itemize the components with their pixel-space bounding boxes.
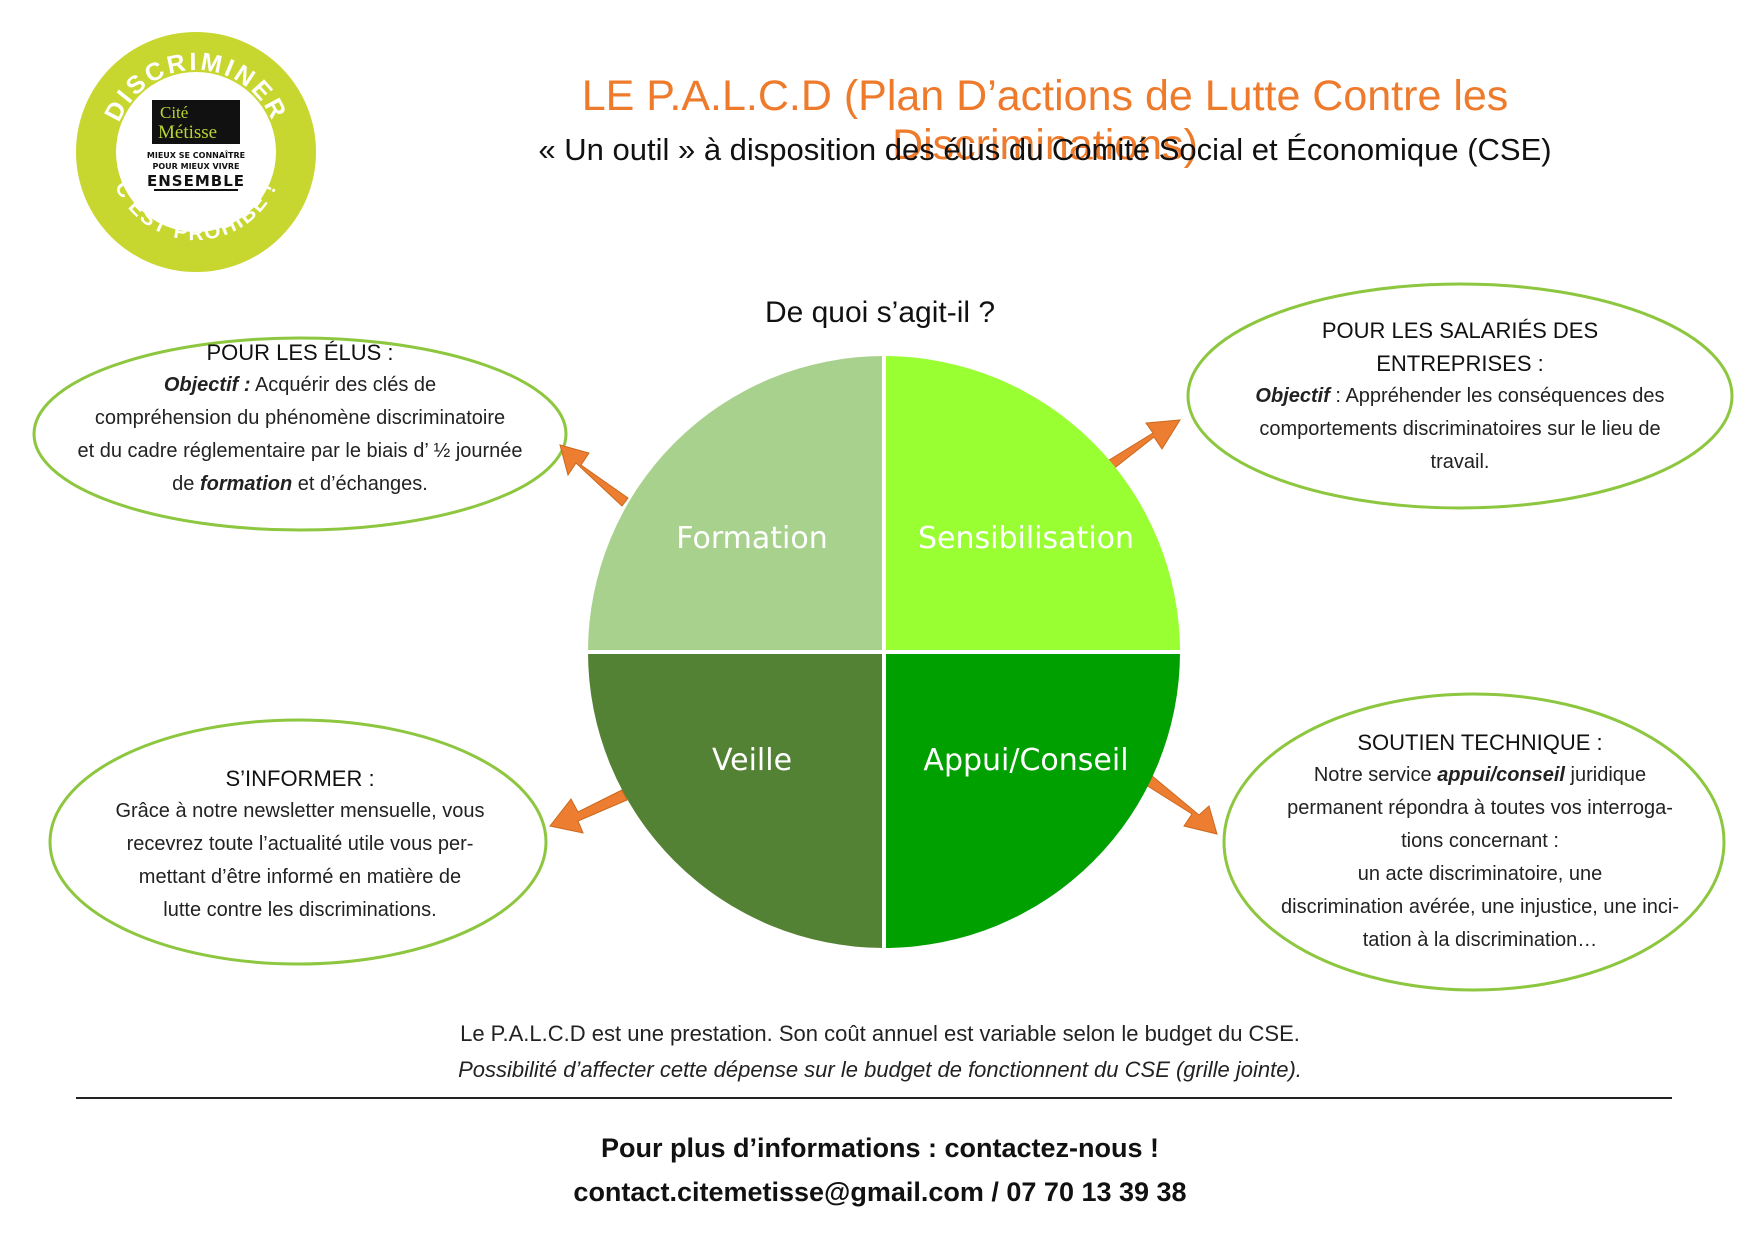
ellipse-soutien	[1222, 692, 1726, 992]
box-elus: POUR LES ÉLUS : Objectif : Acquérir des …	[40, 336, 560, 501]
box-informer-line2: recevrez toute l’actualité utile vous pe…	[126, 833, 474, 855]
quadrant-label-veille: Veille	[712, 743, 792, 778]
contact-details: contact.citemetisse@gmail.com / 07 70 13…	[573, 1177, 1187, 1207]
arrow-to-salaries	[1105, 419, 1181, 471]
box-soutien-line5: discrimination avérée, une injustice, un…	[1281, 896, 1679, 918]
box-elus-line4-pre: de	[172, 473, 200, 495]
box-elus-heading: POUR LES ÉLUS :	[206, 340, 394, 365]
contact-cta: Pour plus d’informations : contactez-nou…	[600, 1133, 1159, 1163]
box-informer-heading: S’INFORMER :	[225, 766, 375, 791]
footer-divider	[76, 1097, 1672, 1099]
contact-block: Pour plus d’informations : contactez-nou…	[300, 1126, 1460, 1214]
box-soutien-line2: permanent répondra à toutes vos interrog…	[1287, 797, 1673, 819]
page-subtitle: « Un outil » à disposition des élus du C…	[538, 132, 1552, 167]
box-elus-line1: Objectif : Acquérir des clés de	[40, 369, 560, 402]
box-salaries-heading-1: POUR LES SALARIÉS DES	[1321, 318, 1599, 343]
ellipse-salaries	[1186, 282, 1734, 510]
quadrant-sensibilisation	[884, 356, 1180, 652]
cite-metisse-logo: DISCRIMINER C’EST PROHIBÉ ! Cité Métisse…	[76, 32, 316, 272]
box-salaries-heading-2: ENTREPRISES :	[1376, 351, 1544, 376]
box-soutien-line4: un acte discriminatoire, une	[1357, 863, 1603, 885]
box-elus-formation-bold: formation	[199, 473, 293, 495]
box-informer: S’INFORMER : Grâce à notre newsletter me…	[60, 762, 540, 927]
box-soutien: SOUTIEN TECHNIQUE : Notre service appui/…	[1240, 726, 1720, 957]
box-elus-objectif-label: Objectif :	[163, 374, 251, 396]
logo-brand-block	[152, 100, 240, 144]
box-elus-line4-post: et d’échanges.	[292, 473, 428, 495]
box-soutien-line1-post: juridique	[1565, 764, 1647, 786]
arrow-to-soutien	[1145, 774, 1218, 835]
quadrant-appui-conseil	[884, 652, 1180, 948]
box-soutien-line1-pre: Notre service	[1313, 764, 1438, 786]
box-elus-line2: compréhension du phénomène discriminatoi…	[94, 407, 506, 429]
box-salaries-line1: Objectif : Appréhender les conséquences …	[1190, 380, 1730, 413]
logo-brand-line1: Cité	[160, 103, 188, 122]
box-elus-line1-text: Acquérir des clés de	[250, 374, 437, 396]
box-salaries-objectif-label: Objectif	[1255, 385, 1330, 407]
box-soutien-heading: SOUTIEN TECHNIQUE :	[1357, 730, 1603, 755]
box-elus-line4: de formation et d’échanges.	[40, 468, 560, 501]
diagram-question: De quoi s’agit-il ?	[764, 296, 996, 329]
logo-tagline-3: ENSEMBLE	[147, 172, 245, 190]
ellipse-informer	[48, 718, 548, 966]
box-informer-line1: Grâce à notre newsletter mensuelle, vous	[115, 800, 485, 822]
quadrant-label-appui-conseil: Appui/Conseil	[923, 743, 1128, 778]
box-informer-line3: mettant d’être informé en matière de	[138, 866, 462, 888]
box-soutien-line1: Notre service appui/conseil juridique	[1240, 759, 1720, 792]
box-informer-line4: lutte contre les discriminations.	[163, 899, 437, 921]
footnote-line1: Le P.A.L.C.D est une prestation. Son coû…	[460, 1021, 1300, 1046]
quadrant-veille	[588, 652, 884, 948]
arrow-to-elus	[559, 444, 629, 507]
logo-brand-line2: Métisse	[158, 122, 217, 143]
logo-tagline-1: MIEUX SE CONNAÎTRE	[147, 149, 245, 160]
quadrant-label-sensibilisation: Sensibilisation	[918, 521, 1134, 556]
box-salaries-line2: comportements discriminatoires sur le li…	[1259, 418, 1661, 440]
box-soutien-line6: tation à la discrimination…	[1362, 929, 1598, 951]
page-title: LE P.A.L.C.D (Plan D’actions de Lutte Co…	[581, 72, 1509, 169]
box-elus-line3: et du cadre réglementaire par le biais d…	[77, 440, 523, 462]
quadrant-label-formation: Formation	[676, 521, 827, 556]
arrow-to-informer	[549, 789, 628, 834]
box-salaries: POUR LES SALARIÉS DES ENTREPRISES : Obje…	[1190, 314, 1730, 479]
box-soutien-appui-bold: appui/conseil	[1437, 764, 1565, 786]
box-salaries-line1-text: : Appréhender les conséquences des	[1329, 385, 1665, 407]
box-soutien-line3: tions concernant :	[1401, 830, 1559, 852]
footnote: Le P.A.L.C.D est une prestation. Son coû…	[300, 1016, 1460, 1088]
quadrant-formation	[588, 356, 884, 652]
box-salaries-line3: travail.	[1430, 451, 1490, 473]
footnote-line2: Possibilité d’affecter cette dépense sur…	[458, 1057, 1302, 1082]
ellipse-elus	[32, 336, 568, 532]
logo-tagline-2: POUR MIEUX VIVRE	[153, 162, 240, 171]
